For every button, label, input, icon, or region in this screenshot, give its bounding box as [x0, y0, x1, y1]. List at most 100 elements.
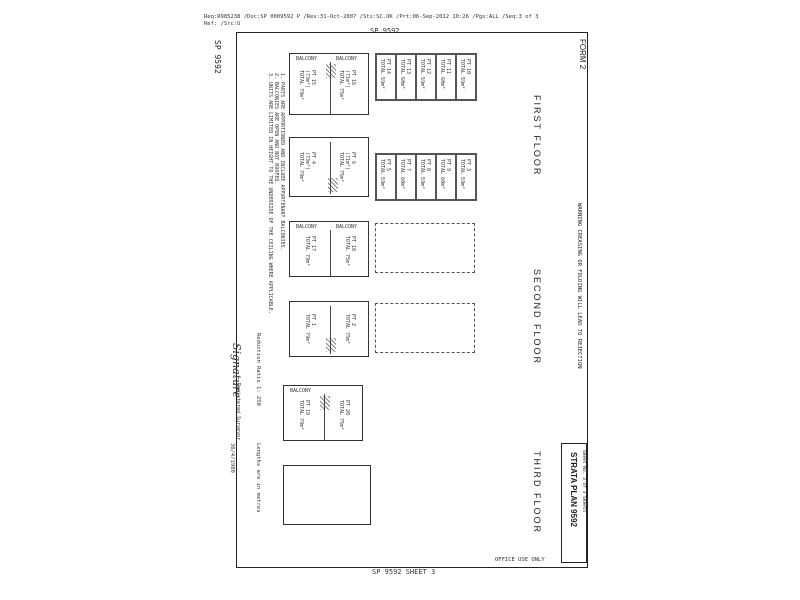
unit-cell: PT 7 TOTAL 60m² — [396, 154, 416, 200]
unit-total: TOTAL 75m² — [344, 236, 350, 267]
floor-plan-block-d: PT 1 TOTAL 79m² PT 2 TOTAL 75m² — [289, 301, 369, 357]
unit-total: TOTAL 79m² — [298, 70, 304, 101]
plan-sheet: FORM 2 WARNING CREASING OR FOLDING WILL … — [229, 32, 588, 568]
unit-lot: PT 4 — [310, 152, 316, 165]
unit-lot: PT 8 — [425, 159, 431, 172]
unit-lot: PT 16 — [350, 70, 356, 86]
open-area-second — [375, 223, 475, 273]
unit-total: TOTAL 79m² — [304, 314, 310, 345]
unit-area: (73m²) — [304, 152, 310, 171]
unit-total: TOTAL 60m² — [439, 159, 445, 190]
unit-lot: PT 15 — [310, 70, 316, 86]
unit-total: TOTAL 60m² — [399, 59, 405, 90]
unit-area: (71m²) — [344, 70, 350, 89]
unit-area: (73m²) — [304, 70, 310, 89]
stair-hatch — [320, 396, 330, 410]
unit-total: TOTAL 75m² — [338, 400, 344, 431]
stair-hatch — [326, 64, 336, 78]
unit-row-b: PT 5 TOTAL 59m² PT 7 TOTAL 60m² PT 8 TOT… — [375, 153, 477, 201]
bottom-stamp: SP 9592 SHEET 3 — [372, 568, 436, 576]
unit-lot: PT 9 — [445, 159, 451, 172]
unit-lot: PT 17 — [310, 236, 316, 252]
warning-text: WARNING CREASING OR FOLDING WILL LEAD TO… — [576, 203, 582, 369]
first-floor-label: FIRST FLOOR — [532, 95, 542, 177]
unit-lot: PT 18 — [350, 236, 356, 252]
unit-total: TOTAL 60m² — [439, 59, 445, 90]
unit-total: TOTAL 60m² — [399, 159, 405, 190]
unit-lot: PT 14 — [385, 59, 391, 75]
unit-total: TOTAL 59m² — [419, 159, 425, 190]
margin-note: SP 9592 — [213, 40, 222, 74]
unit-lot: PT 19 — [304, 400, 310, 416]
unit-total: TOTAL 75m² — [344, 314, 350, 345]
unit-lot: PT 5 — [385, 159, 391, 172]
stair-hatch — [326, 338, 336, 352]
unit-cell: PT 3 TOTAL 59m² — [456, 154, 476, 200]
unit-cell: PT 8 TOTAL 59m² — [416, 154, 436, 200]
unit-lot: PT 10 — [465, 59, 471, 75]
unit-total: TOTAL 59m² — [379, 59, 385, 90]
title-block: Sheet No. 3 of 3 Sheets STRATA PLAN 9592 — [561, 443, 587, 563]
unit-total: TOTAL 79m² — [304, 236, 310, 267]
note-2: 2. BALCONIES ARE OPEN AND NOT ROOFED. — [273, 73, 279, 185]
note-3: 3. UNITS ARE LIMITED IN HEIGHT TO THE UN… — [267, 73, 273, 314]
floor-plan-block-a: BALCONY BALCONY PT 15 (73m²) TOTAL 79m² … — [289, 53, 369, 115]
office-use-label: OFFICE USE ONLY — [495, 557, 545, 563]
lengths-note: Lengths are in metres — [255, 443, 261, 513]
unit-lot: PT 11 — [445, 59, 451, 75]
party-wall — [330, 142, 331, 194]
note-1: 1. PARTS ARE APPORTIONED AND INCLUDE APP… — [279, 73, 285, 251]
unit-lot: PT 7 — [405, 159, 411, 172]
unit-cell: PT 11 TOTAL 60m² — [436, 54, 456, 100]
floor-plan-block-b: PT 4 (73m²) TOTAL 79m² PT 6 (71m²) TOTAL… — [289, 137, 369, 197]
unit-total: TOTAL 79m² — [298, 400, 304, 431]
form-label: FORM 2 — [578, 39, 587, 70]
balcony-label: BALCONY — [290, 388, 312, 394]
unit-lot: PT 1 — [310, 314, 316, 327]
balcony-label: BALCONY — [336, 224, 358, 230]
unit-lot: PT 20 — [344, 400, 350, 416]
third-floor-label: THIRD FLOOR — [532, 451, 542, 535]
surveyor-label: Registered Surveyor — [235, 383, 241, 441]
plan-title: STRATA PLAN 9592 — [569, 452, 578, 527]
unit-row-a: PT 14 TOTAL 59m² PT 13 TOTAL 60m² PT 12 … — [375, 53, 477, 101]
unit-total: TOTAL 59m² — [459, 159, 465, 190]
unit-cell: PT 10 TOTAL 59m² — [456, 54, 476, 100]
party-wall — [330, 62, 331, 114]
registry-header: Req:R985238 /Doc:SP 0009592 P /Rev:31-Oc… — [204, 14, 539, 20]
unit-total: TOTAL 75m² — [338, 70, 344, 101]
party-wall — [324, 394, 325, 440]
unit-total: TOTAL 59m² — [459, 59, 465, 90]
unit-lot: PT 12 — [425, 59, 431, 75]
unit-total: TOTAL 79m² — [298, 152, 304, 183]
survey-date: 30/4/1980 — [229, 443, 235, 473]
top-stamp: SP 9592 — [370, 27, 400, 35]
party-wall — [330, 306, 331, 354]
open-area-third-a — [375, 303, 475, 353]
unit-cell: PT 5 TOTAL 59m² — [376, 154, 396, 200]
floor-plan-block-f — [283, 465, 371, 525]
unit-cell: PT 14 TOTAL 59m² — [376, 54, 396, 100]
stair-hatch — [328, 178, 338, 192]
reduction-ratio: Reduction Ratio 1: 250 — [255, 333, 261, 406]
unit-lot: PT 13 — [405, 59, 411, 75]
unit-lot: PT 2 — [350, 314, 356, 327]
floor-plan-block-c: BALCONY BALCONY PT 17 TOTAL 79m² PT 18 T… — [289, 221, 369, 277]
balcony-label: BALCONY — [296, 224, 318, 230]
sheet-number: Sheet No. 3 of 3 Sheets — [581, 450, 586, 513]
unit-lot: PT 6 — [350, 152, 356, 165]
balcony-label: BALCONY — [296, 56, 318, 62]
floor-plan-block-e: BALCONY PT 19 TOTAL 79m² PT 20 TOTAL 75m… — [283, 385, 363, 441]
balcony-label: BALCONY — [336, 56, 358, 62]
unit-cell: PT 12 TOTAL 59m² — [416, 54, 436, 100]
second-floor-label: SECOND FLOOR — [532, 269, 542, 366]
party-wall — [330, 230, 331, 276]
unit-total: TOTAL 59m² — [419, 59, 425, 90]
unit-area: (71m²) — [344, 152, 350, 171]
unit-total: TOTAL 59m² — [379, 159, 385, 190]
unit-lot: PT 3 — [465, 159, 471, 172]
unit-cell: PT 13 TOTAL 60m² — [396, 54, 416, 100]
registry-ref: Ref: /Src:U — [204, 21, 241, 27]
unit-total: TOTAL 75m² — [338, 152, 344, 183]
unit-cell: PT 9 TOTAL 60m² — [436, 154, 456, 200]
